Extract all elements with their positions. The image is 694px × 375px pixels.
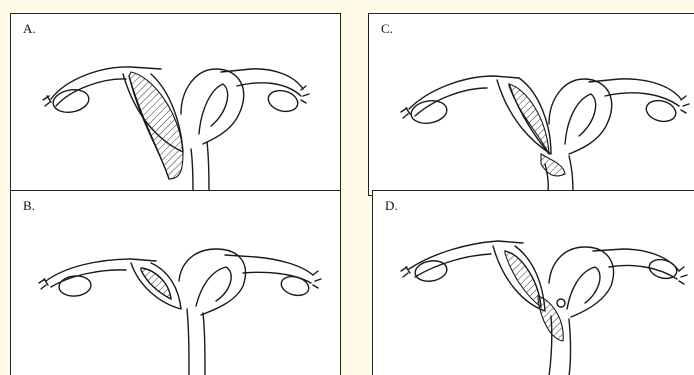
- right-uterine-horn: [181, 69, 244, 144]
- left-fallopian-tube: [46, 259, 156, 281]
- left-ovary: [414, 258, 449, 283]
- cervix: [191, 149, 193, 191]
- uterus-diagram-c: [369, 14, 694, 196]
- septal-defect: [557, 299, 565, 307]
- right-fallopian-tube: [589, 79, 681, 99]
- hatched-region: [505, 251, 541, 307]
- right-ovary: [279, 274, 311, 299]
- uterus-diagram-a: [11, 14, 341, 191]
- right-fallopian-tube: [221, 69, 303, 89]
- left-ovary: [409, 98, 448, 126]
- cervix: [187, 309, 189, 375]
- hatched-region: [141, 268, 171, 299]
- right-uterine-horn: [549, 79, 612, 154]
- right-uterine-horn: [179, 249, 245, 315]
- left-fallopian-tube: [409, 76, 519, 109]
- uterus-diagram-d: [373, 191, 694, 375]
- panel-c: C.: [368, 13, 694, 196]
- panel-a: A.: [10, 13, 341, 191]
- panel-d: D.: [372, 190, 694, 375]
- hatched-region: [129, 72, 183, 179]
- uterus-diagram-b: [11, 191, 341, 375]
- left-ovary: [58, 275, 92, 298]
- panel-b: B.: [10, 190, 341, 375]
